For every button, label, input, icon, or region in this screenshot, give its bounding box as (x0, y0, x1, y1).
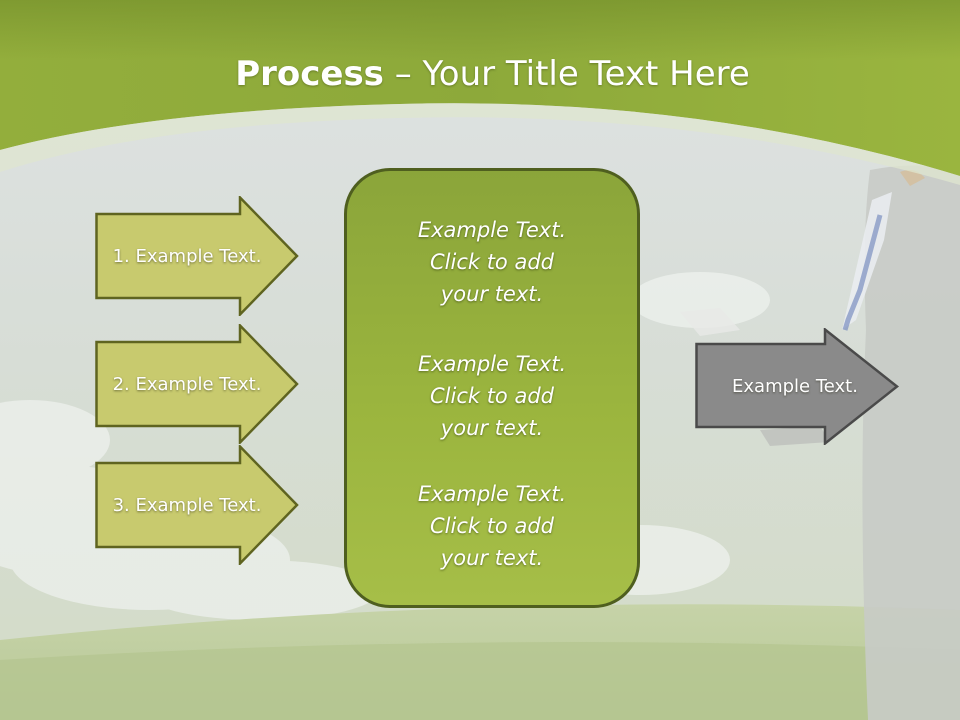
page-title: Process – Your Title Text Here (0, 52, 960, 96)
block-line: Example Text. (417, 218, 567, 242)
block-line: Example Text. (417, 352, 567, 376)
result-label: Example Text. (732, 376, 858, 397)
title-bold: Process (235, 54, 384, 94)
step-1-arrow[interactable]: 1. Example Text. (95, 196, 300, 316)
block-line: your text. (440, 282, 544, 306)
step-2-label: 2. Example Text. (112, 373, 262, 395)
center-block-2: Example Text. Click to add your text. (347, 348, 637, 444)
block-line: Click to add (429, 514, 554, 538)
result-arrow[interactable]: Example Text. (695, 328, 900, 445)
block-line: Example Text. (417, 482, 567, 506)
step-1-label: 1. Example Text. (112, 245, 262, 267)
center-text-box[interactable]: Example Text. Click to add your text. Ex… (344, 168, 640, 608)
arrow-shape (95, 324, 299, 444)
step-3-label: 3. Example Text. (112, 494, 262, 516)
block-line: your text. (440, 546, 544, 570)
arrow-shape (95, 445, 299, 565)
arrow-shape (95, 196, 299, 316)
step-3-arrow[interactable]: 3. Example Text. (95, 445, 300, 565)
block-line: Click to add (429, 384, 554, 408)
title-rest: – Your Title Text Here (383, 54, 750, 94)
center-block-3: Example Text. Click to add your text. (347, 478, 637, 574)
block-line: your text. (440, 416, 544, 440)
arrow-shape (695, 328, 900, 445)
step-2-arrow[interactable]: 2. Example Text. (95, 324, 300, 444)
center-block-1: Example Text. Click to add your text. (347, 214, 637, 310)
block-line: Click to add (429, 250, 554, 274)
